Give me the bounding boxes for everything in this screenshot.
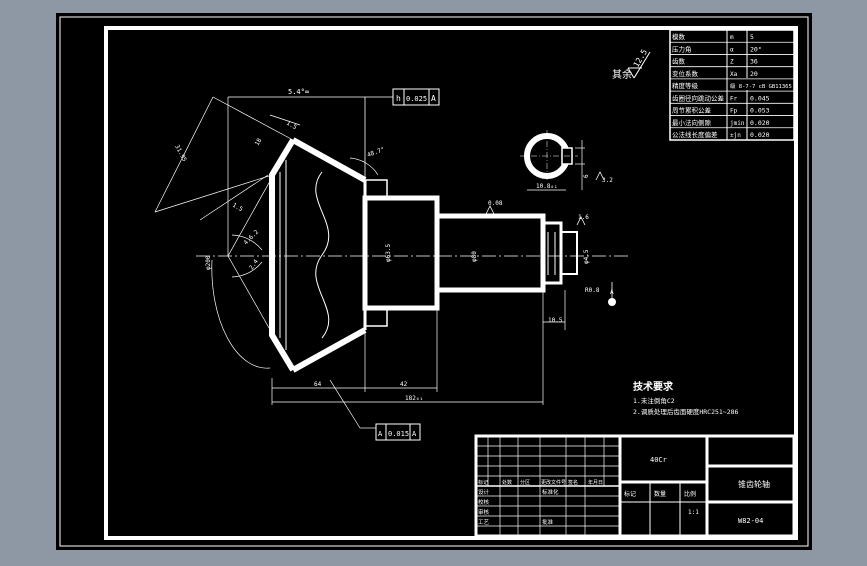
gdt-bottom-datum: A (412, 430, 417, 438)
param-label: 最小法向侧隙 (672, 118, 712, 127)
material: 40Cr (650, 456, 667, 464)
tech-req-item-1: 1.未注倒角C2 (633, 396, 675, 405)
param-symbol: Fr (730, 95, 738, 102)
hdr-weight: 比例 (684, 490, 696, 498)
dim-len-a: 64 (314, 381, 322, 388)
param-value: 级 8-7-7 cB GB11365 (730, 82, 792, 90)
dim-len-b: 42 (400, 381, 408, 388)
drawing-sheet (56, 13, 812, 550)
length-dimensions (271, 290, 566, 429)
param-value: 5 (750, 33, 754, 41)
dim-chamfer-2: 1.5 (231, 202, 244, 214)
gdt-bottom-value: 0.015 (388, 430, 409, 438)
dim-chamfer-1: 1.5 (285, 120, 298, 132)
param-value: 20° (750, 45, 762, 53)
gdt-top-value: 0.025 (406, 95, 427, 103)
dim-step-r: R0.8 (585, 287, 600, 294)
param-symbol: Xa (730, 71, 738, 78)
param-value: 0.020 (750, 131, 770, 139)
datum-letter: A (610, 289, 614, 296)
tech-req-title: 技术要求 (633, 380, 674, 393)
cone-dimension-lines (154, 96, 379, 371)
section-height: 6 (583, 174, 590, 178)
param-label: 模数 (672, 32, 686, 41)
param-value: 0.020 (750, 119, 770, 127)
gdt-top-datum: A (431, 94, 436, 103)
outer-border (59, 16, 809, 547)
param-label: 周节累积公差 (672, 106, 712, 115)
param-label: 精度等级 (672, 81, 699, 90)
finish-note: 其余 (612, 68, 632, 81)
gdt-frame-top: h 0.025 A (364, 88, 440, 180)
hdr-qty: 数量 (654, 490, 666, 498)
role-design: 设计 (478, 488, 490, 496)
tech-req-item-2: 2.调质处理后齿面硬度HRC251~286 (633, 407, 739, 416)
section-finish: 3.2 (602, 177, 613, 184)
param-value: 36 (750, 58, 758, 66)
param-symbol: jmin (730, 120, 745, 127)
param-label: 压力角 (672, 44, 692, 53)
dim-shaft-dia: φ80 (471, 251, 478, 262)
flatness-value: 0.08 (488, 200, 503, 207)
gdt-bottom-symbol: A (378, 430, 383, 438)
dim-len-c: 10.5 (548, 317, 563, 324)
param-value: 0.045 (750, 94, 770, 102)
param-label: 变位系数 (672, 69, 699, 78)
dim-mid-dia: φ63.5 (385, 244, 392, 262)
col-date: 年月日 (588, 479, 603, 486)
gdt-top-symbol: h (396, 94, 401, 103)
role-process: 工艺 (478, 519, 490, 526)
param-symbol: α (730, 46, 734, 53)
param-value: 20 (750, 70, 758, 78)
param-symbol: Z (730, 59, 734, 66)
title-block (474, 434, 796, 538)
col-sign: 签名 (568, 479, 578, 486)
approve-label: 批准 (542, 518, 554, 526)
tech-requirements: 技术要求 1.未注倒角C2 2.调质处理后齿面硬度HRC251~286 (633, 380, 739, 416)
col-zone: 分区 (520, 479, 530, 486)
role-review: 审核 (478, 508, 490, 516)
scale-value: 1:1 (688, 509, 699, 516)
std-label: 标准化 (542, 488, 559, 496)
inner-border (104, 26, 798, 540)
title-block-text: 40Cr 锥齿轮轴 W82-04 1:1 标记 数量 比例 标记 处数 分区 更… (478, 456, 770, 526)
col-change: 更改文件号 (541, 479, 566, 486)
hdr-mark: 标记 (624, 490, 636, 498)
dim-left-dia: φ200 (205, 255, 212, 270)
gdt-frame-bottom: A 0.015 A (375, 423, 421, 441)
role-check: 校核 (478, 498, 490, 506)
keyway-section-view: 10.8₀₁ 6 3.2 (520, 130, 613, 191)
param-label: 公法线长度偏差 (672, 130, 718, 139)
dim-side-a: 18 (254, 137, 264, 147)
part-name: 锥齿轮轴 (738, 479, 770, 489)
dim-total-len: 182₀₁ (405, 395, 423, 402)
col-mark: 标记 (478, 479, 488, 486)
drawing-number: W82-04 (738, 517, 763, 525)
bevel-gear-body (269, 137, 578, 373)
params-table: 模数 m 5 压力角 α 20° 齿数 Z 36 变位系数 Xa 20 精度等级 级 8-7-7 cB G… (669, 29, 795, 141)
section-angle: 1.6 (578, 214, 589, 221)
finish-mark-shaft: 0.08 1.6 (485, 200, 589, 226)
datum-mark: A (608, 282, 616, 306)
param-symbol: Fp (730, 108, 738, 115)
dim-top-angle: 5.4°∞ (288, 88, 309, 96)
section-width: 10.8₀₁ (536, 183, 558, 190)
param-symbol: ±jn (730, 132, 741, 139)
param-symbol: m (730, 34, 734, 41)
param-value: 0.053 (750, 107, 770, 115)
param-label: 齿圈径向跳动公差 (672, 93, 725, 102)
col-count: 处数 (502, 479, 512, 486)
param-label: 齿数 (672, 57, 686, 66)
dim-end-dia: φ4.5 (583, 249, 590, 264)
